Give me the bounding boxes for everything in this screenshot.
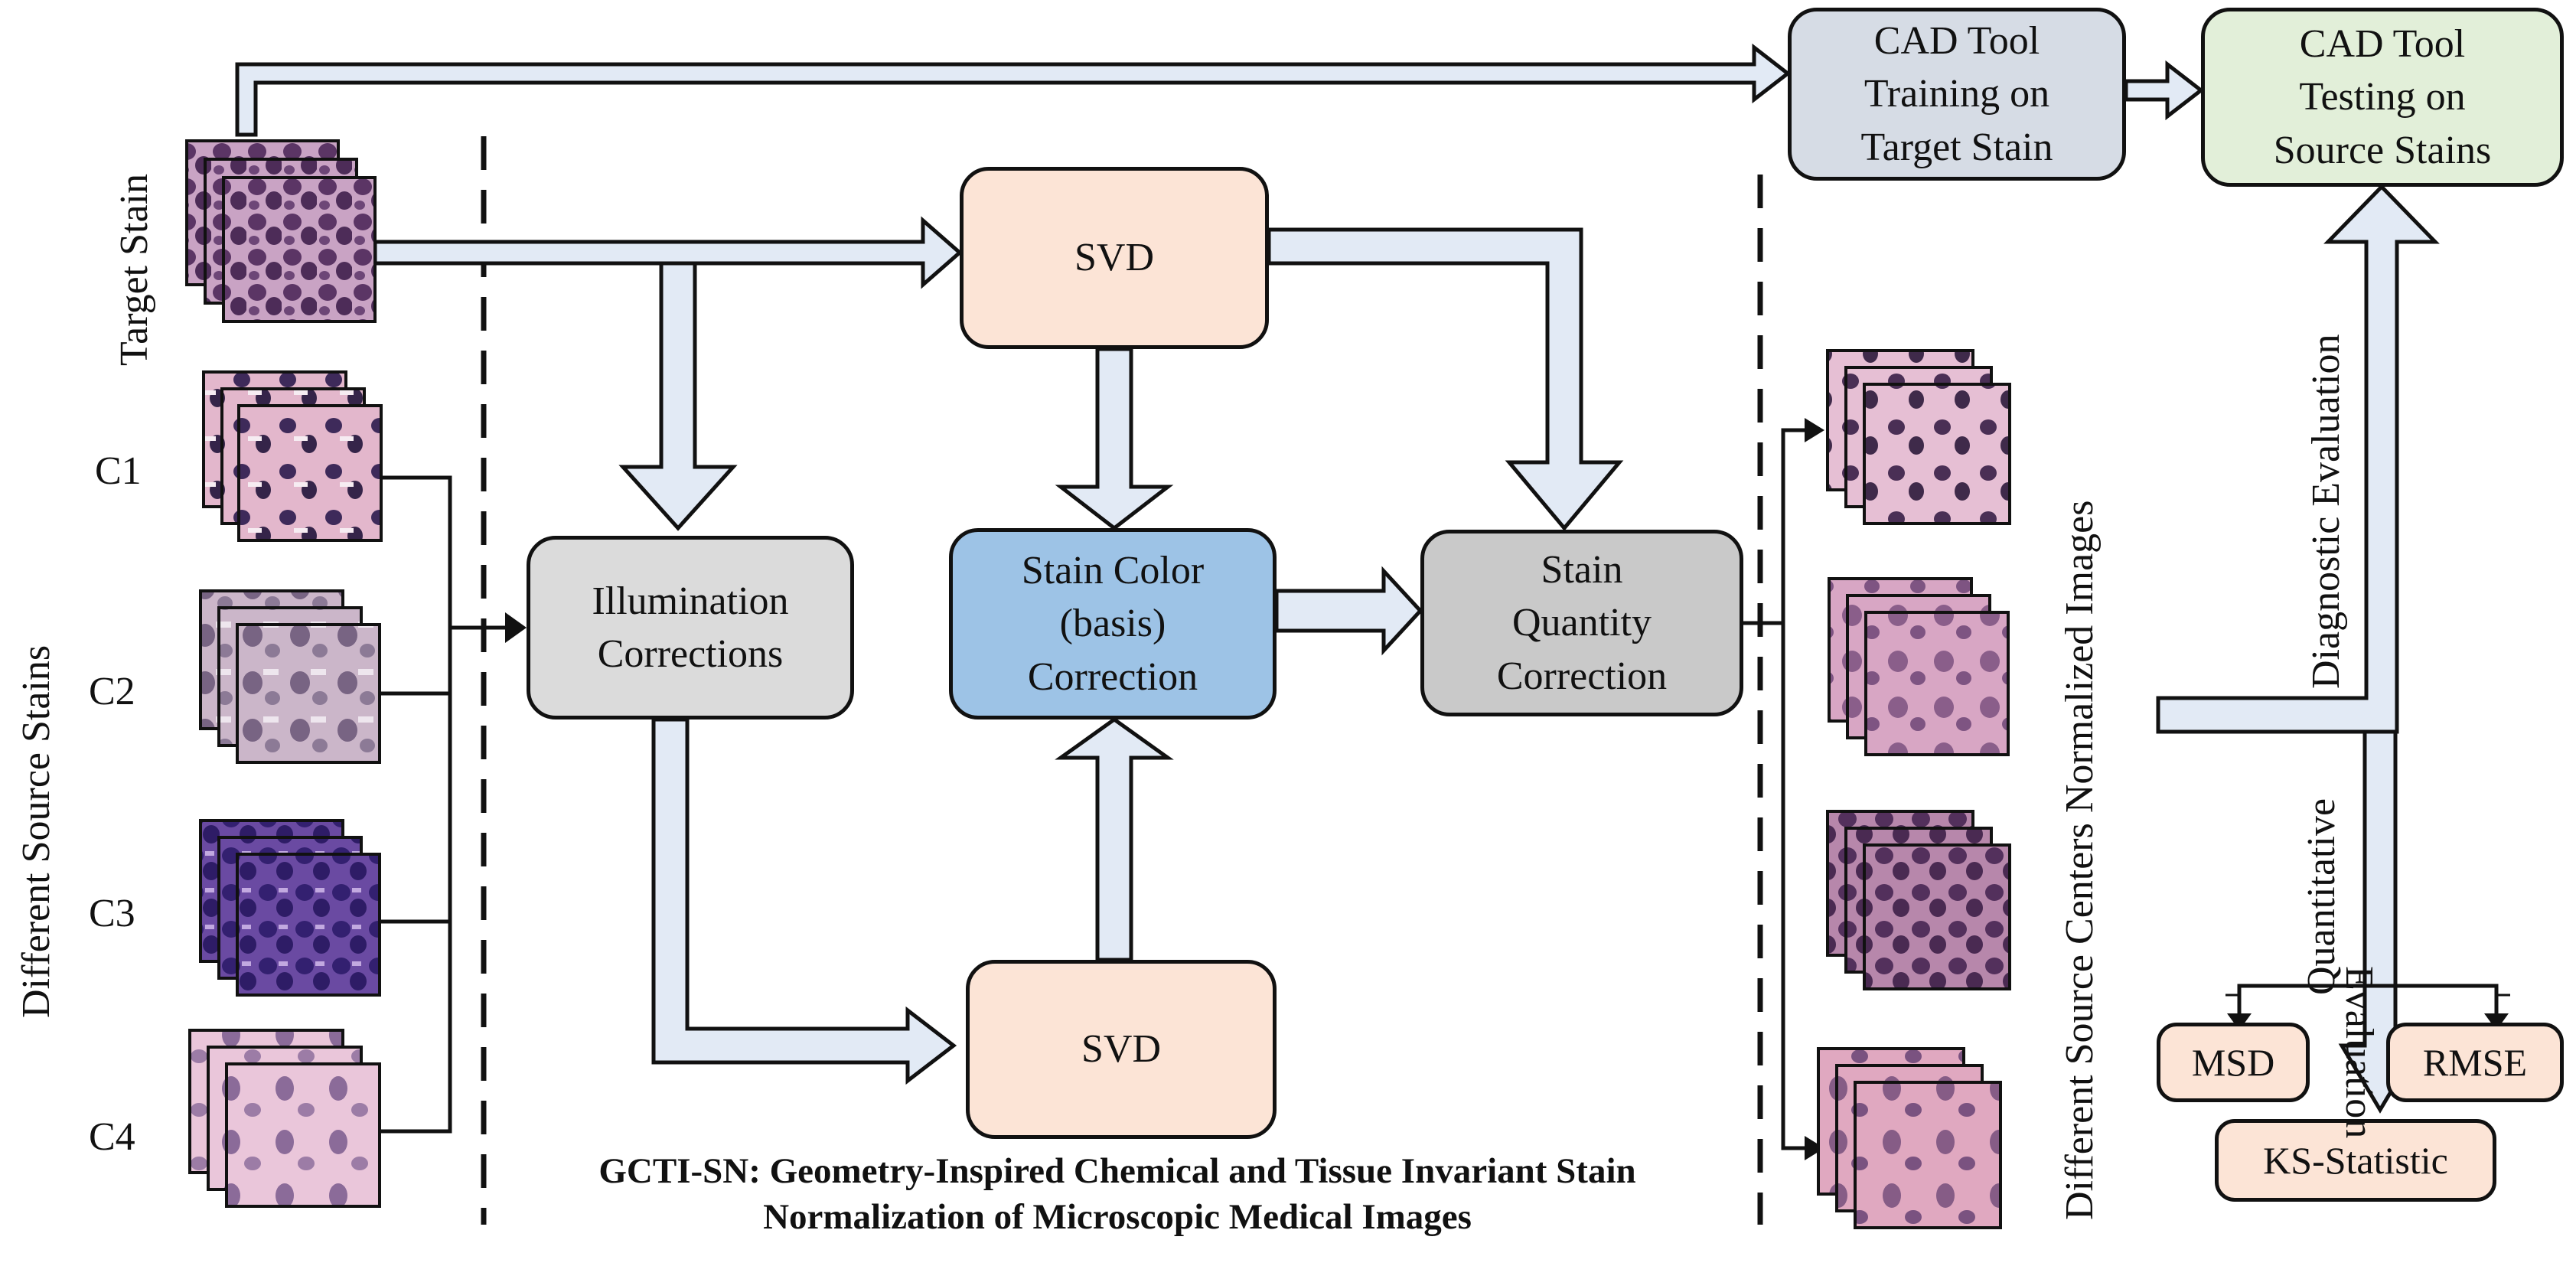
normalized-images-label: Different Source Centers Normalized Imag… — [2058, 500, 2102, 1220]
arrow-diagnostic-evaluation — [2156, 184, 2440, 734]
arrowhead-to-output-1 — [1805, 418, 1824, 442]
normalized-images-4 — [1817, 1047, 2002, 1229]
normalized-images-1 — [1826, 349, 2011, 525]
arrow-svd-bottom-to-stain-color — [1055, 716, 1174, 962]
cad-training-box: CAD Tool Training on Target Stain — [1788, 8, 2126, 181]
arrow-target-to-cad-training — [235, 43, 1792, 137]
diagnostic-evaluation-label: Diagnostic Evaluation — [2304, 334, 2348, 689]
arrowhead-to-rmse — [2484, 1013, 2509, 1030]
rmse-box: RMSE — [2386, 1023, 2564, 1102]
c3-label: C3 — [89, 892, 135, 935]
connector-quantity-down — [1781, 623, 1812, 1150]
svd-bottom-box: SVD — [966, 960, 1277, 1139]
caption-line-2: Normalization of Microscopic Medical Ima… — [763, 1197, 1472, 1238]
caption: GCTI-SN: Geometry-Inspired Chemical and … — [482, 1148, 1753, 1240]
msd-box: MSD — [2157, 1023, 2310, 1102]
c1-label: C1 — [95, 449, 142, 493]
c2-images — [199, 589, 381, 764]
arrow-svd-top-to-stain-quantity — [1267, 227, 1624, 531]
ks-statistic-box: KS-Statistic — [2215, 1119, 2496, 1202]
c3-images — [199, 819, 381, 997]
c4-label: C4 — [89, 1115, 135, 1159]
arrow-target-to-illumination — [618, 261, 738, 531]
target-stain-images — [185, 139, 377, 323]
stain-color-correction-box: Stain Color (basis) Correction — [949, 528, 1277, 719]
svd-top-box: SVD — [960, 167, 1269, 349]
c2-label: C2 — [89, 670, 135, 713]
normalized-images-2 — [1828, 577, 2010, 756]
arrowhead-to-output-4 — [1805, 1136, 1824, 1160]
cad-testing-box: CAD Tool Testing on Source Stains — [2201, 8, 2564, 187]
arrow-target-to-svd-top — [373, 216, 963, 289]
arrowhead-into-illumination — [505, 612, 527, 643]
arrowhead-to-msd — [2227, 1013, 2252, 1030]
different-source-stains-label: Different Source Stains — [15, 644, 58, 1018]
arrow-svd-top-to-stain-color — [1055, 347, 1174, 531]
c4-images — [188, 1029, 381, 1208]
target-stain-label: Target Stain — [112, 173, 156, 366]
illumination-corrections-box: Illumination Corrections — [527, 536, 854, 719]
arrow-illumination-to-svd-bottom — [651, 717, 957, 1085]
caption-line-1: GCTI-SN: Geometry-Inspired Chemical and … — [598, 1151, 1636, 1191]
connector-metrics-left — [2237, 984, 2380, 1018]
connector-c1 — [380, 475, 452, 1134]
connector-metrics-right — [2380, 984, 2499, 1018]
arrow-cad-training-to-testing — [2124, 60, 2205, 121]
c1-images — [202, 370, 383, 542]
stain-quantity-correction-box: Stain Quantity Correction — [1420, 530, 1743, 716]
quantitative-label-line2: Evaluation — [2337, 966, 2381, 1139]
connector-quantity-out — [1743, 428, 1812, 625]
arrow-stain-color-to-stain-quantity — [1274, 566, 1423, 656]
normalized-images-3 — [1826, 810, 2011, 990]
